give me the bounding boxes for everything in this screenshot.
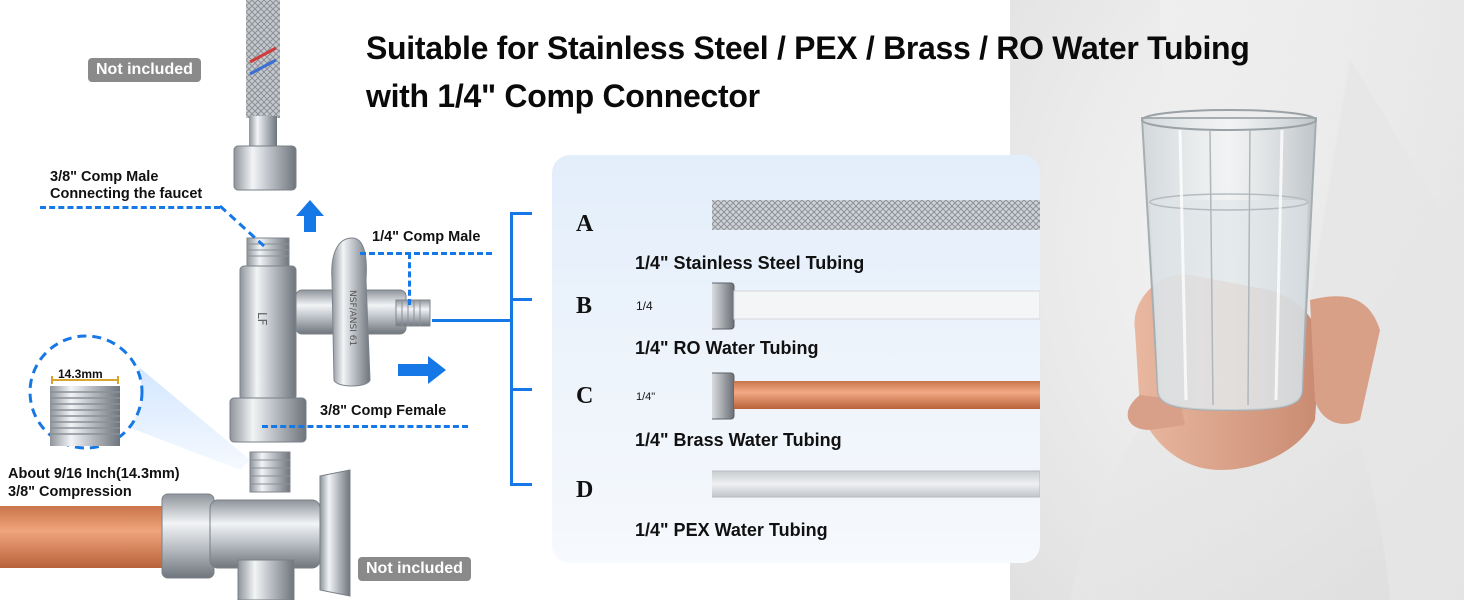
bracket-line (510, 298, 532, 301)
callout-line (408, 253, 411, 305)
bracket-line (510, 483, 532, 486)
option-tag-b: 1/4 (636, 299, 653, 313)
callout-line-diagonal (218, 204, 266, 248)
bracket-line (510, 388, 532, 391)
page-title-line-2: with 1/4" Comp Connector (366, 78, 760, 114)
arrow-up-icon (296, 200, 324, 232)
valve-diagram: LF NSF/ANSI 61 (0, 0, 446, 600)
stainless-steel-tubing-image (712, 200, 1040, 230)
option-name-c: 1/4" Brass Water Tubing (635, 430, 842, 450)
callout-line (262, 425, 468, 428)
callout-comp-male-38-line1: 3/8" Comp Male (50, 169, 159, 185)
tubing-options-panel: A 1/4" Stainless Steel Tubing B 1/4 1/4"… (552, 155, 1040, 563)
option-letter-a: A (576, 211, 594, 237)
callout-line (40, 206, 220, 209)
arrow-right-icon (398, 356, 446, 384)
page-title-line-1: Suitable for Stainless Steel / PEX / Bra… (366, 30, 1250, 66)
not-included-badge-top: Not included (88, 58, 201, 82)
thread-size-label: 14.3mm (58, 367, 103, 381)
option-name-d: 1/4" PEX Water Tubing (635, 520, 828, 540)
hand-with-glass-photo (1010, 0, 1464, 600)
callout-line (360, 252, 492, 255)
pex-tubing-image (712, 470, 1040, 498)
option-name-a: 1/4" Stainless Steel Tubing (635, 253, 865, 273)
callout-comp-female-38: 3/8" Comp Female (320, 403, 447, 419)
option-tag-c: 1/4" (636, 391, 656, 403)
valve-body-marking: LF (255, 312, 269, 326)
option-letter-d: D (576, 477, 594, 503)
bracket-line (432, 319, 512, 322)
callout-about-line2: 3/8" Compression (8, 484, 132, 500)
valve-handle-marking: NSF/ANSI 61 (347, 290, 357, 346)
bracket-line (510, 212, 513, 486)
callout-comp-male-14: 1/4" Comp Male (372, 229, 481, 245)
brass-tubing-image (712, 372, 1040, 420)
not-included-badge-bottom: Not included (358, 557, 471, 581)
callout-comp-male-38-line2: Connecting the faucet (50, 186, 203, 202)
option-name-b: 1/4" RO Water Tubing (635, 338, 819, 358)
ro-tubing-image (712, 282, 1040, 330)
bracket-line (510, 212, 532, 215)
callout-about-line1: About 9/16 Inch(14.3mm) (8, 466, 180, 482)
water-glass-icon (1070, 0, 1464, 600)
option-letter-c: C (576, 383, 594, 409)
option-letter-b: B (576, 293, 593, 319)
